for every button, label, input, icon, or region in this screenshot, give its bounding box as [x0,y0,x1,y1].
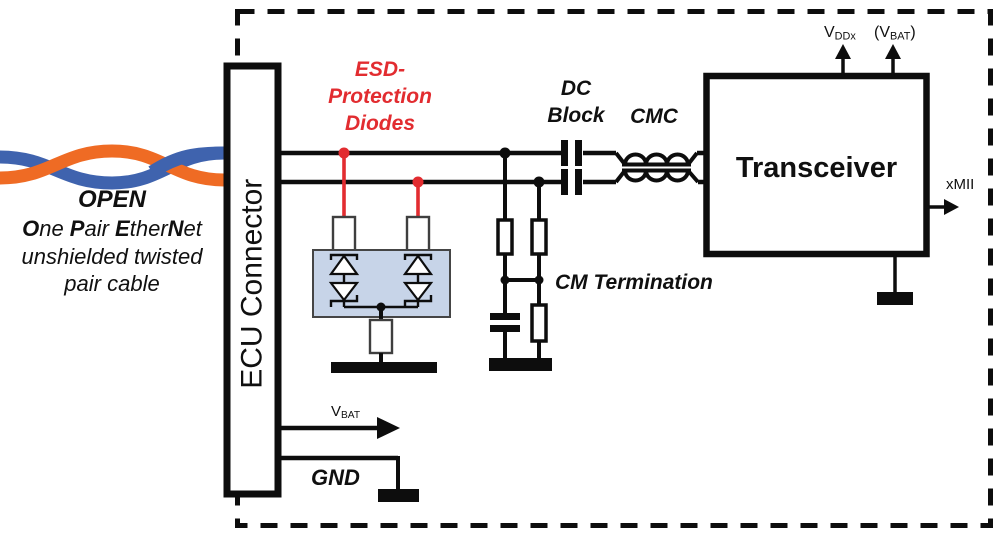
vbat-label: (VBAT) [874,24,916,43]
esd-diode-pair-right-icon [402,253,434,307]
cm-resistor-right-top [530,218,548,256]
dc-block-label: DC Block [547,77,605,127]
transceiver-label: Transceiver [735,152,898,184]
twisted-pair-cable-icon [0,144,225,190]
ecu-connector-box [223,62,282,498]
cmc-choke-icon [614,151,700,184]
cm-capacitor [490,313,520,320]
xmii-label: xMII [946,176,975,193]
cable-caption-pair-cable: pair cable [64,271,160,296]
esd-protection-label: ESD- Protection Diodes [328,58,432,135]
cable-caption-unshielded: unshielded twisted [21,243,203,269]
vbat-supply-label: VBAT [331,403,361,422]
ecu-connector-label: ECU Connector [235,178,269,389]
ecu-dashed-boundary [235,9,993,528]
gnd-connection-icon [278,455,419,502]
esd-pin-ground [368,318,394,355]
xmii-arrow-icon [927,199,959,215]
cm-termination-network [489,147,552,371]
vddx-arrow-icon [835,44,851,76]
cable-caption: OPEN One Pair EtherNet unshielded twiste… [0,185,224,298]
esd-diode-pair-left-icon [328,253,360,307]
cm-resistor-left [496,218,514,256]
esd-protection-module [312,147,451,373]
esd-pin-right [405,215,431,254]
cm-resistor-right-bottom [530,303,548,343]
vbat-arrow-icon [885,44,901,76]
gnd-label: GND [311,465,360,490]
vbat-supply-arrow-icon [278,417,400,439]
esd-pin-left [331,215,357,254]
transceiver-ground-icon [877,254,913,305]
cmc-label: CMC [630,105,678,128]
vddx-label: VDDx [824,24,856,43]
cable-caption-one-pair-ethernet: One Pair EtherNet [22,216,202,241]
esd-ground-icon [331,362,437,373]
cm-termination-label: CM Termination [555,271,713,294]
cm-ground-icon [489,358,552,371]
cable-caption-open: OPEN [77,186,146,213]
transceiver-box [703,44,959,305]
dc-block-capacitors-icon [561,140,582,195]
